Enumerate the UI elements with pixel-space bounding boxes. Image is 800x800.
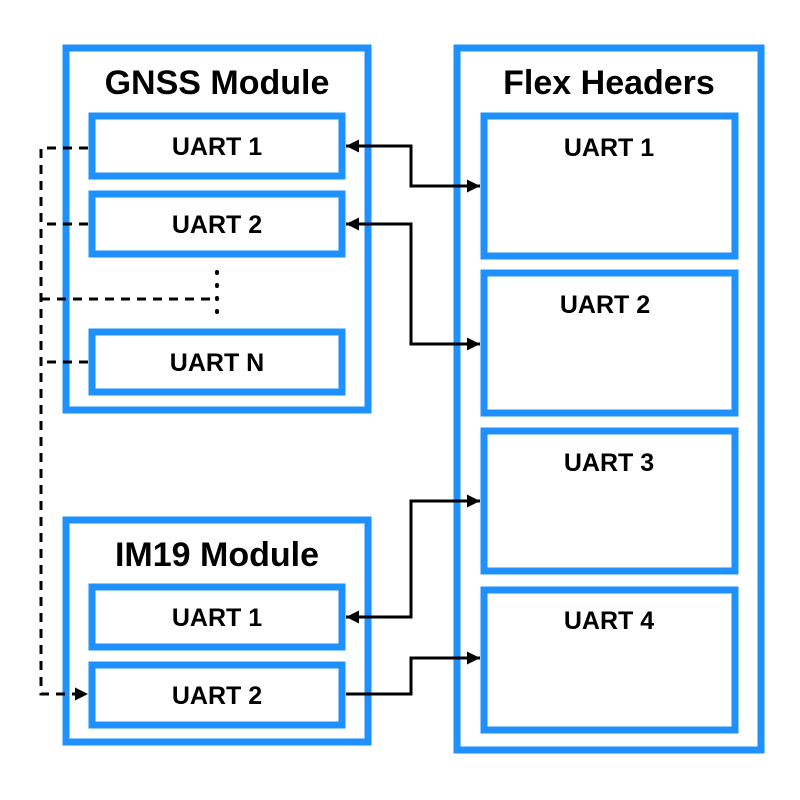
flex-uart-2-box bbox=[480, 269, 739, 417]
gnss-uart-1-box bbox=[88, 112, 346, 180]
gnss-uart-n-label: UART N bbox=[170, 349, 264, 377]
im19-uart-1-box bbox=[88, 583, 346, 651]
im19-uart-2-label: UART 2 bbox=[172, 682, 262, 710]
flex-uart-3-label: UART 3 bbox=[564, 449, 654, 477]
dashed-bus-line bbox=[39, 146, 88, 701]
flex-uart-4-label: UART 4 bbox=[564, 607, 654, 635]
im19-module: IM19 Module UART 1 UART 2 bbox=[62, 516, 372, 746]
flex-uart-4-box bbox=[480, 586, 739, 734]
gnss-uart-2-box bbox=[88, 190, 346, 258]
gnss-uart-1-label: UART 1 bbox=[172, 133, 262, 161]
gnss-uart-n-box bbox=[88, 328, 346, 396]
flex-headers: Flex Headers UART 1 UART 2 UART 3 UART 4 bbox=[453, 44, 765, 754]
im19-uart-1-label: UART 1 bbox=[172, 604, 262, 632]
flex-uart-1-label: UART 1 bbox=[564, 134, 654, 162]
gnss-module: GNSS Module UART 1 UART 2 UART N bbox=[62, 44, 372, 414]
flex-headers-title: Flex Headers bbox=[503, 64, 715, 102]
connector-gnss-uart2-flex-uart2 bbox=[346, 217, 480, 351]
flex-uart-2-label: UART 2 bbox=[560, 291, 650, 319]
im19-module-title: IM19 Module bbox=[115, 536, 319, 574]
flex-uart-1-box bbox=[480, 112, 739, 260]
connector-gnss-uart1-flex-uart1 bbox=[346, 139, 480, 193]
gnss-module-title: GNSS Module bbox=[105, 64, 330, 102]
connector-im19-uart1-flex-uart3 bbox=[346, 494, 480, 624]
connector-im19-uart2-flex-uart4 bbox=[346, 651, 480, 696]
im19-uart-2-box bbox=[88, 661, 346, 729]
gnss-uart-2-label: UART 2 bbox=[172, 211, 262, 239]
flex-uart-3-box bbox=[480, 427, 739, 575]
